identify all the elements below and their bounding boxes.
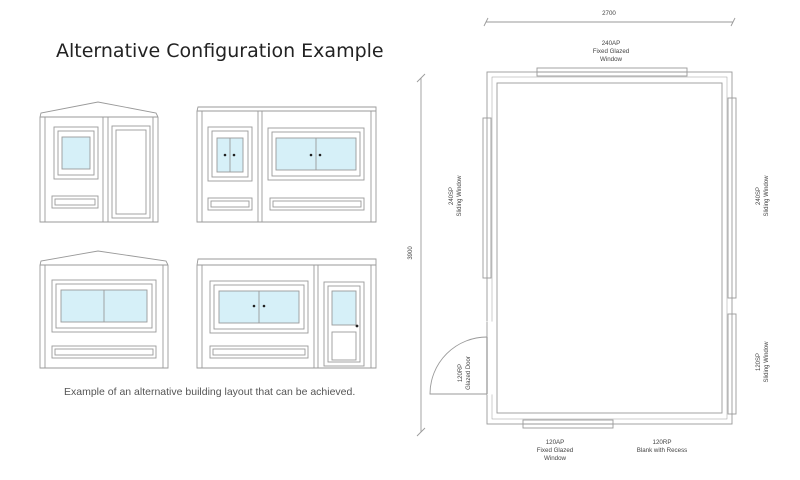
right-top-window-line1: Sliding Window	[764, 175, 770, 217]
bottom-right-panel-code: 120RP	[653, 439, 672, 446]
bottom-left-window-code: 120AP	[546, 439, 565, 446]
floor-plan	[416, 17, 737, 437]
top-window-code: 240AP	[602, 40, 621, 47]
elevation-3	[39, 250, 169, 369]
bottom-left-window-line2: Window	[544, 455, 567, 462]
bottom-left-window-line1: Fixed Glazed	[537, 447, 574, 454]
door-code: 120RP	[458, 364, 464, 382]
page-title: Alternative Configuration Example	[56, 40, 384, 62]
figure-caption: Example of an alternative building layou…	[64, 386, 356, 398]
left-window-line1: Sliding Window	[457, 175, 463, 217]
right-top-window-code: 240SP	[756, 187, 762, 205]
right-bottom-window-code: 120SP	[756, 353, 762, 371]
height-dimension: 3900	[408, 246, 414, 260]
left-window-code: 240SP	[449, 187, 455, 205]
bottom-right-panel-line1: Blank with Recess	[637, 447, 688, 454]
elevation-2	[196, 106, 377, 223]
elevation-1	[39, 101, 159, 223]
door-line1: Glazed Door	[466, 356, 472, 390]
top-window-line1: Fixed Glazed	[593, 48, 630, 55]
elevation-4	[196, 258, 377, 369]
right-bottom-window-line1: Sliding Window	[764, 341, 770, 383]
width-dimension: 2700	[602, 10, 616, 17]
top-window-line2: Window	[600, 56, 623, 63]
